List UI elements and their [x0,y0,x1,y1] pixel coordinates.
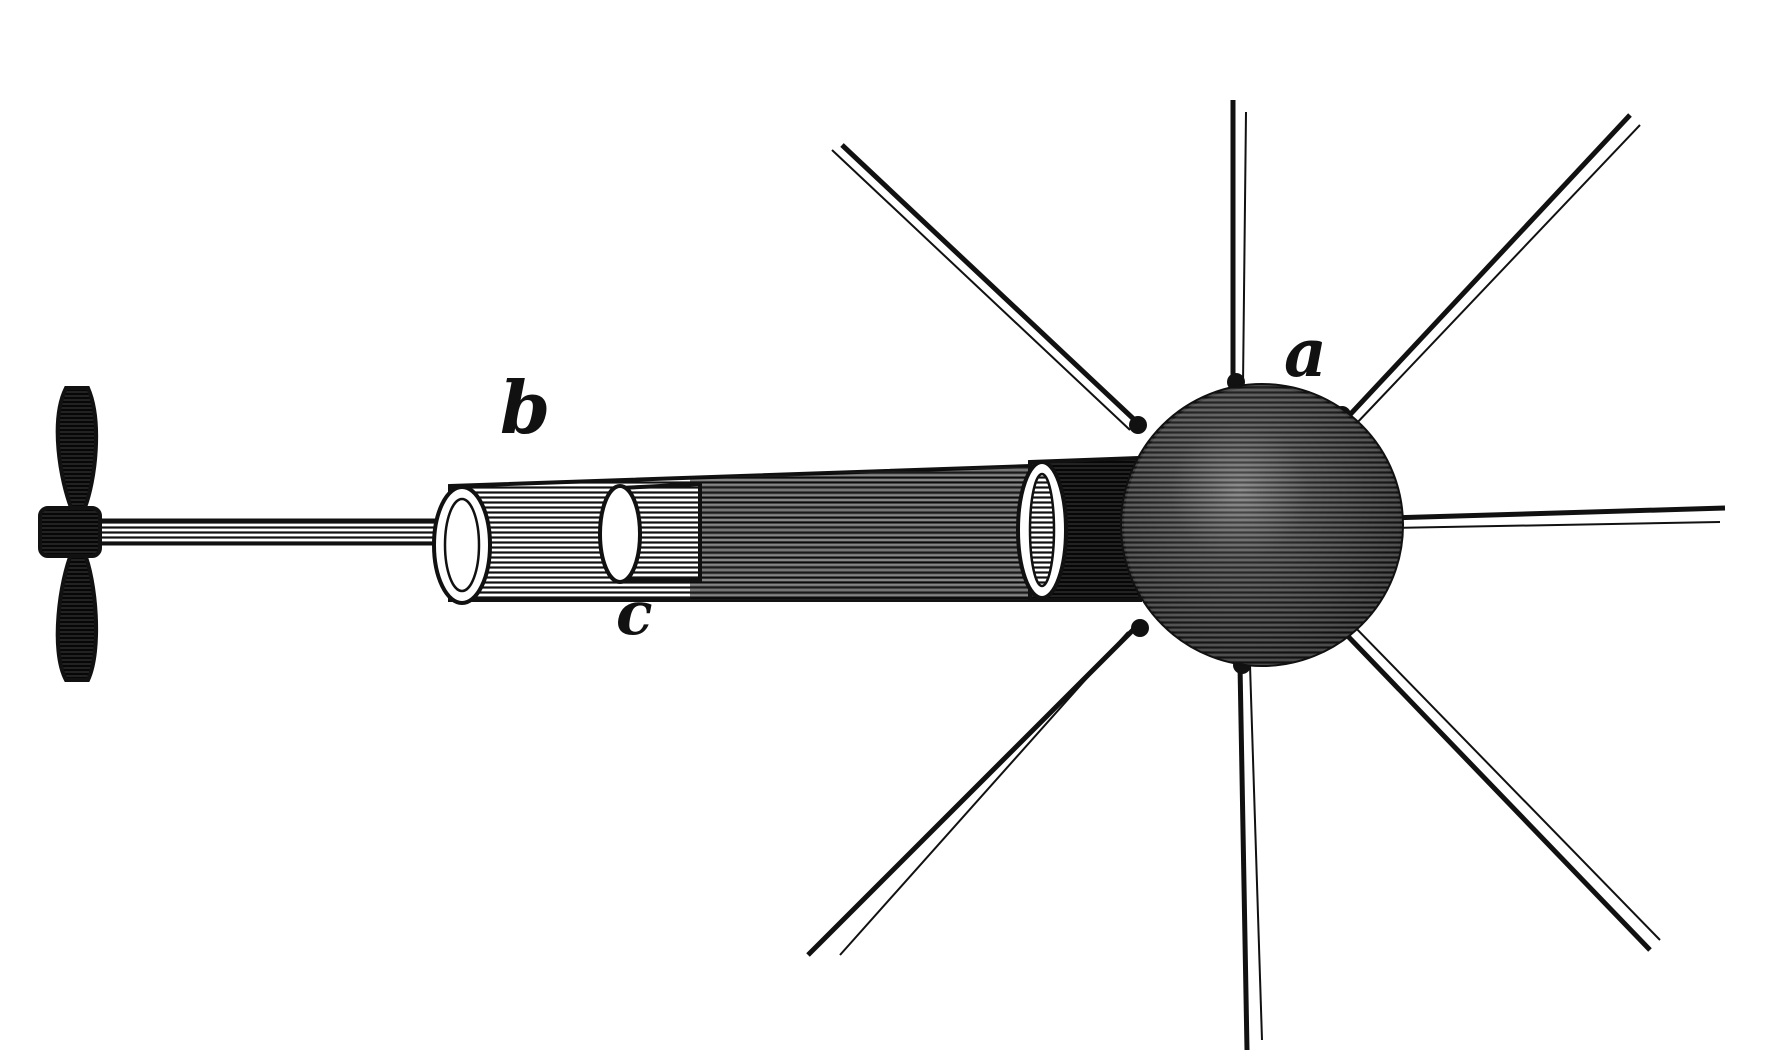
spokes [806,100,1726,1051]
tube-collar [1016,455,1142,602]
spoke-right [1389,505,1726,529]
spoke-lower-left [806,623,1140,957]
spoke-upper-left [831,143,1142,431]
spoke-lower-right [1338,621,1661,952]
spoke-bottom [1237,664,1263,1051]
tube-open-end [432,485,492,605]
ball [1120,383,1404,667]
spoke-upper-right [1343,113,1641,426]
spoke-top [1230,100,1247,386]
label-a: a [1284,314,1327,392]
label-c: c [616,579,653,649]
tube-body [448,462,1062,602]
label-b: b [500,365,551,450]
piston [598,481,702,584]
handle [38,386,102,682]
